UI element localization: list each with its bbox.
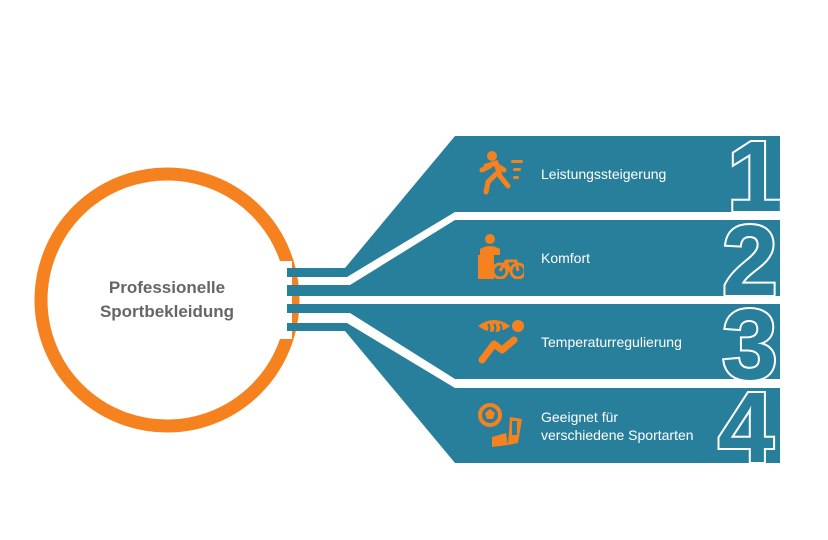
- item-label-4-line2: verschiedene Sportarten: [541, 427, 694, 443]
- runner-icon: [479, 151, 523, 195]
- number-4: 4: [718, 372, 774, 484]
- center-title-line2: Sportbekleidung: [99, 302, 235, 321]
- number-3: 3: [722, 289, 778, 401]
- item-label-2: Komfort: [541, 250, 591, 266]
- center-circle: [34, 167, 300, 433]
- center-title: Professionelle Sportbekleidung: [67, 276, 267, 324]
- number-1: 1: [727, 121, 783, 233]
- band-4: [287, 323, 780, 463]
- item-label-4-line1: Geeignet für: [541, 409, 619, 425]
- item-label-3: Temperaturregulierung: [541, 334, 682, 350]
- sports-equipment-icon: [478, 403, 522, 447]
- band-1: [287, 136, 780, 277]
- center-title-line1: Professionelle: [108, 278, 226, 297]
- band-2: [287, 220, 780, 296]
- body-temperature-icon: [478, 320, 524, 364]
- number-2: 2: [722, 205, 778, 317]
- item-label-1: Leistungssteigerung: [541, 166, 667, 182]
- band-3: [287, 304, 780, 379]
- item-label-4: Geeignet für verschiedene Sportarten: [541, 408, 694, 444]
- person-bicycle-icon: [478, 234, 524, 279]
